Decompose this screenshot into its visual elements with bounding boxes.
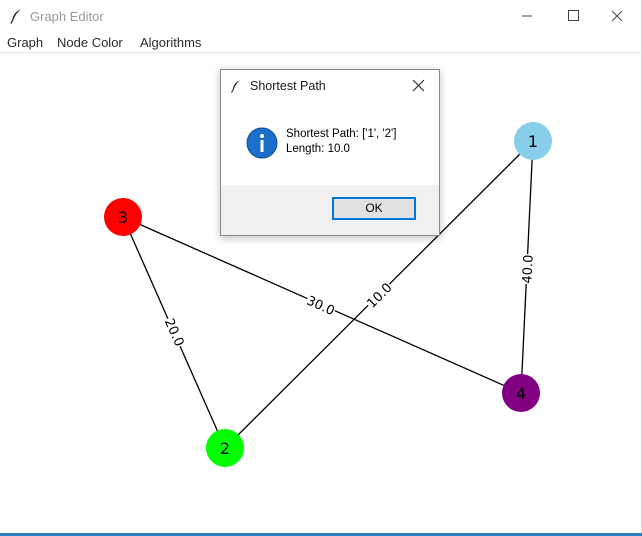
menu-bar: Graph Node Color Algorithms bbox=[0, 32, 642, 53]
node-4-label: 4 bbox=[516, 384, 526, 403]
maximize-button[interactable] bbox=[550, 0, 596, 32]
graph-node-2[interactable]: 2 bbox=[206, 429, 244, 467]
graph-node-4[interactable]: 4 bbox=[502, 374, 540, 412]
menu-node-color[interactable]: Node Color bbox=[57, 35, 123, 50]
edge-labels-layer: 10.0 40.0 20.0 30.0 bbox=[161, 253, 537, 349]
dialog-title: Shortest Path bbox=[250, 79, 326, 93]
node-1-circle[interactable] bbox=[514, 122, 552, 160]
edge-label-1-4: 40.0 bbox=[520, 254, 536, 284]
dialog-message: Shortest Path: ['1', '2'] Length: 10.0 bbox=[286, 127, 396, 157]
edge-label-3-4: 30.0 bbox=[304, 294, 337, 319]
dialog-footer: OK bbox=[221, 185, 439, 235]
shortest-path-text: Shortest Path: ['1', '2'] bbox=[286, 128, 397, 140]
shortest-path-dialog: Shortest Path Shortest Path: ['1', '2'] … bbox=[220, 69, 440, 236]
ok-button[interactable]: OK bbox=[332, 197, 416, 220]
close-window-button[interactable] bbox=[596, 0, 642, 32]
feather-icon bbox=[231, 80, 240, 93]
minimize-button[interactable] bbox=[504, 0, 550, 32]
window-titlebar[interactable]: Graph Editor bbox=[0, 0, 642, 32]
edge-label-3-2: 20.0 bbox=[161, 316, 186, 349]
node-4-circle[interactable] bbox=[502, 374, 540, 412]
info-icon bbox=[246, 127, 278, 159]
dialog-titlebar[interactable]: Shortest Path bbox=[221, 70, 439, 102]
dialog-close-icon[interactable] bbox=[409, 76, 429, 96]
dialog-body: Shortest Path: ['1', '2'] Length: 10.0 bbox=[221, 102, 439, 185]
graph-canvas[interactable]: 10.0 40.0 20.0 30.0 1 2 bbox=[0, 53, 641, 533]
menu-algorithms[interactable]: Algorithms bbox=[140, 35, 202, 50]
edge-label-1-2: 10.0 bbox=[365, 281, 396, 312]
feather-icon bbox=[10, 9, 21, 24]
maximize-icon bbox=[568, 10, 579, 21]
close-icon bbox=[611, 10, 623, 22]
path-length-text: Length: 10.0 bbox=[286, 143, 350, 155]
nodes-layer: 1 2 3 4 bbox=[104, 122, 552, 467]
node-1-label: 1 bbox=[528, 132, 538, 151]
graph-node-3[interactable]: 3 bbox=[104, 198, 142, 236]
node-2-label: 2 bbox=[220, 439, 230, 458]
node-2-circle[interactable] bbox=[206, 429, 244, 467]
graph-node-1[interactable]: 1 bbox=[514, 122, 552, 160]
window-title: Graph Editor bbox=[30, 9, 104, 24]
window-border-bottom bbox=[0, 533, 642, 536]
minimize-icon bbox=[522, 15, 532, 17]
node-3-label: 3 bbox=[118, 208, 128, 227]
node-3-circle[interactable] bbox=[104, 198, 142, 236]
menu-graph[interactable]: Graph bbox=[7, 35, 44, 50]
